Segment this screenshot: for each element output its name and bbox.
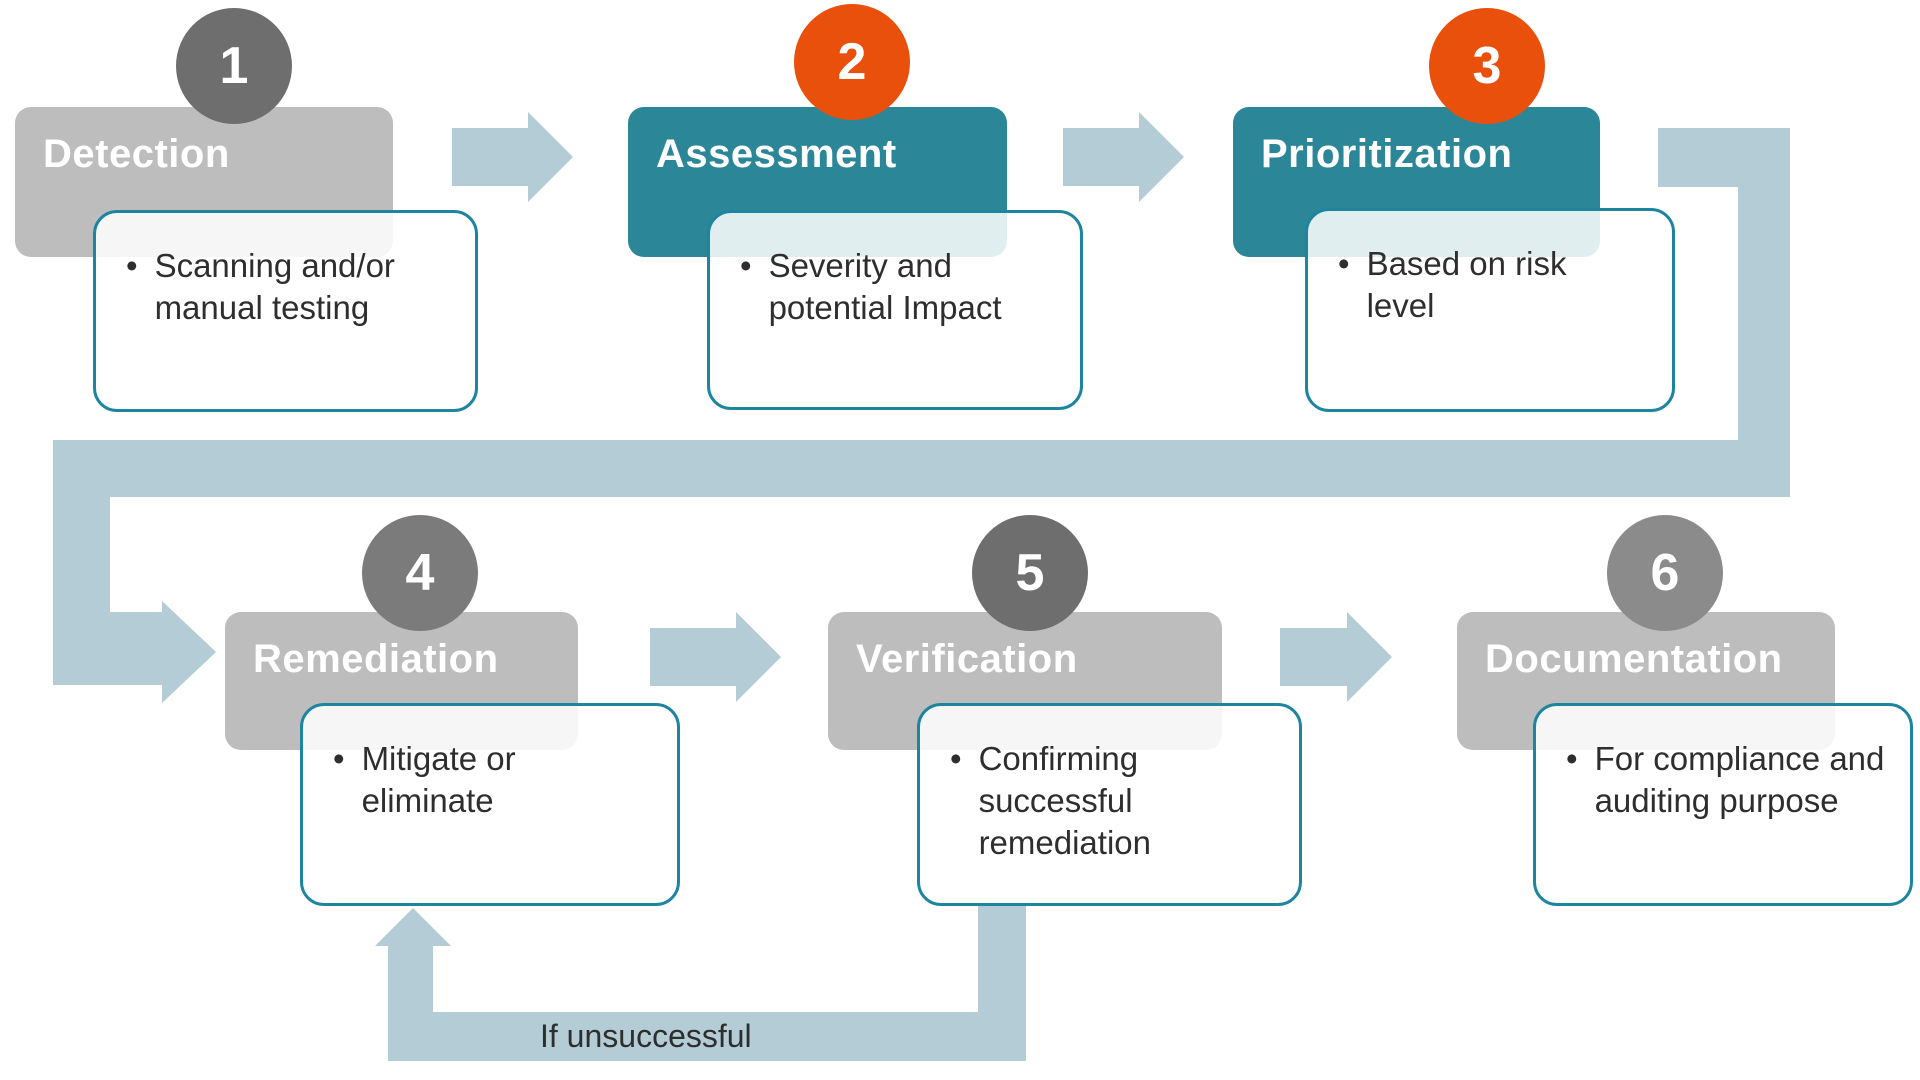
loop-band-horizontal: [388, 1012, 1026, 1061]
step-detail-card: • Scanning and/or manual testing: [93, 210, 478, 412]
step-number-badge: 5: [972, 515, 1088, 631]
step-title: Detection: [43, 132, 230, 176]
arrow-head: [1347, 612, 1392, 702]
bullet-text: Confirming successful remediation: [978, 740, 1151, 862]
connector-band-left-vertical: [53, 440, 110, 685]
loop-band-up-shaft: [388, 945, 433, 1017]
bullet-text: Based on risk level: [1366, 245, 1567, 325]
step-detail-card: • Mitigate or eliminate: [300, 703, 680, 906]
step-detail-card: • Confirming successful remediation: [917, 703, 1302, 906]
step-number-badge: 6: [1607, 515, 1723, 631]
bullet-text: For compliance and auditing purpose: [1594, 740, 1885, 820]
step-detail-card: • Based on risk level: [1305, 208, 1675, 412]
step-title: Remediation: [253, 637, 499, 681]
arrow-head: [1139, 112, 1184, 202]
arrow-head: [528, 112, 573, 202]
step-number: 5: [1015, 544, 1045, 602]
step-number-badge: 1: [176, 8, 292, 124]
step-number-badge: 4: [362, 515, 478, 631]
bullet-icon: •: [126, 247, 138, 284]
step-title: Documentation: [1485, 637, 1783, 681]
step-detail-card: • For compliance and auditing purpose: [1533, 703, 1913, 906]
arrow-shaft: [650, 628, 736, 686]
bullet-icon: •: [1338, 245, 1350, 282]
connector-band-elbow: [110, 612, 162, 685]
bullet-icon: •: [950, 740, 962, 777]
bullet-text: Scanning and/or manual testing: [154, 247, 395, 327]
bullet-text: Severity and potential Impact: [768, 247, 1002, 327]
arrow-head: [736, 612, 781, 702]
step-title: Prioritization: [1261, 132, 1513, 176]
step-title: Verification: [856, 637, 1078, 681]
step-number-badge: 3: [1429, 8, 1545, 124]
step-number: 3: [1472, 37, 1502, 95]
bullet-icon: •: [740, 247, 752, 284]
loop-band-arrowhead-icon: [375, 908, 451, 946]
connector-band-arrowhead-icon: [162, 601, 216, 703]
step-number: 4: [405, 544, 435, 602]
step-title: Assessment: [656, 132, 897, 176]
step-number-badge: 2: [794, 4, 910, 120]
arrow-shaft: [452, 128, 528, 186]
step-detail-card: • Severity and potential Impact: [707, 210, 1083, 410]
connector-band-horizontal: [53, 440, 1790, 497]
step-number: 2: [837, 33, 867, 91]
bullet-text: Mitigate or eliminate: [361, 740, 516, 820]
loop-label: If unsuccessful: [540, 1018, 752, 1054]
connector-band-right-vertical: [1738, 128, 1790, 497]
step-number: 6: [1650, 544, 1680, 602]
step-number: 1: [219, 37, 249, 95]
arrow-shaft: [1063, 128, 1139, 186]
arrow-shaft: [1280, 628, 1347, 686]
bullet-icon: •: [1566, 740, 1578, 777]
bullet-icon: •: [333, 740, 345, 777]
